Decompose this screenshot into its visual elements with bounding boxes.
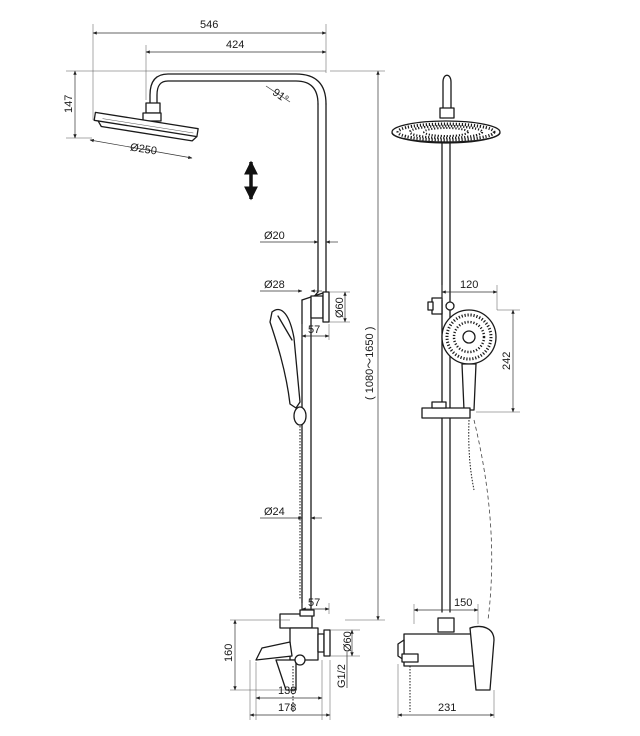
- dim-label-147: 147: [63, 95, 75, 113]
- dim-label-24: Ø24: [264, 506, 285, 518]
- shower-arm: [149, 73, 327, 105]
- dim-arm-length: 424: [145, 39, 327, 100]
- side-view: 546 424 147 91°: [63, 19, 385, 720]
- head-connector: [142, 102, 162, 122]
- dim-label-138: 138: [278, 685, 296, 697]
- dim-label-20: Ø20: [264, 230, 285, 242]
- dim-pipe-24: Ø24: [260, 506, 322, 520]
- dim-height-range: ( 1080～1650 ): [330, 70, 385, 621]
- dim-label-57-bracket: 57: [308, 324, 320, 336]
- dim-top-width: 546: [92, 19, 327, 120]
- dim-label-160: 160: [223, 644, 235, 662]
- angle-arc: [265, 85, 291, 103]
- dim-label-g12: G1/2: [336, 664, 348, 688]
- dim-label-60-mixer: Ø60: [342, 631, 354, 652]
- dim-head-drop: 147: [63, 70, 326, 139]
- dim-label-57-mixer: 57: [308, 597, 320, 609]
- dim-label-150: 150: [454, 597, 472, 609]
- dim-label-250: Ø250: [129, 142, 157, 158]
- riser-pipe: [301, 103, 327, 611]
- dim-label-178: 178: [278, 702, 296, 714]
- front-hand-shower: 120 242: [421, 279, 520, 419]
- dim-label-424: 424: [226, 39, 244, 51]
- front-shower-head: [391, 120, 501, 144]
- dim-label-231: 231: [438, 702, 456, 714]
- front-mixer: 150 231: [397, 597, 495, 718]
- front-view: 120 242 150: [391, 74, 520, 718]
- dim-label-242: 242: [501, 352, 513, 370]
- dim-label-546: 546: [200, 19, 218, 31]
- dim-label-60-bracket: Ø60: [334, 297, 346, 318]
- dim-label-height-range: ( 1080～1650 ): [364, 327, 376, 400]
- side-shower-head: [93, 111, 199, 142]
- front-riser: [441, 142, 451, 613]
- side-mixer: 57 160 Ø60 G1/2 138: [223, 597, 360, 720]
- dim-pipe-28: Ø28: [260, 279, 322, 293]
- front-bracket: [427, 297, 455, 315]
- side-hand-shower: [269, 308, 307, 426]
- front-hose: [409, 419, 493, 712]
- wall-bracket: Ø60 57: [301, 291, 350, 340]
- dim-label-120: 120: [460, 279, 478, 291]
- dim-label-28: Ø28: [264, 279, 285, 291]
- angle-label-91: 91°: [270, 86, 291, 105]
- front-arm: [439, 74, 455, 119]
- dim-head-diameter: Ø250: [89, 139, 193, 159]
- dim-pipe-20: Ø20: [260, 230, 338, 244]
